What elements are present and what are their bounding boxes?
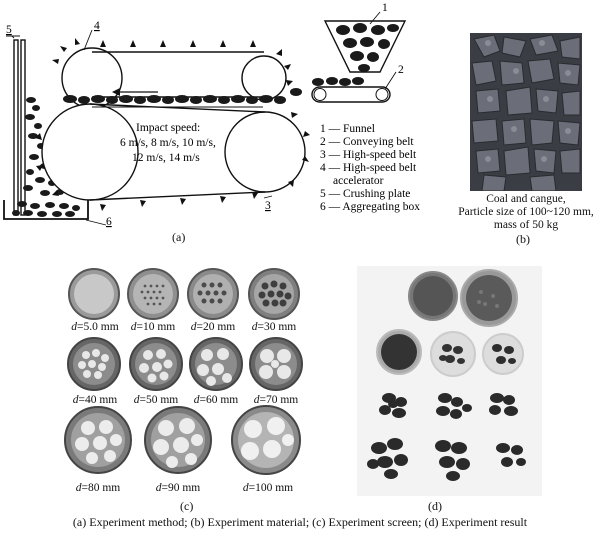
- screen-10mm: [127, 268, 179, 320]
- screen-60mm: [189, 337, 243, 391]
- screens-photo: [60, 268, 310, 496]
- figure-caption: (a) Experiment method; (b) Experiment ma…: [72, 515, 528, 529]
- result-photo: [357, 266, 542, 496]
- impact-speed-title: Impact speed:: [136, 122, 200, 134]
- screen-20mm: [187, 268, 239, 320]
- screen-label-20mm: d=20 mm: [190, 321, 236, 333]
- high-speed-belt: [35, 103, 310, 211]
- belt-accelerator: [52, 38, 293, 109]
- svg-text:5 — Crushing plate: 5 — Crushing plate: [320, 188, 410, 200]
- screen-label-5mm: d=5.0 mm: [71, 321, 119, 333]
- callout-2: 2: [398, 64, 404, 76]
- callout-3: 3: [265, 200, 271, 212]
- screen-label-50mm: d=50 mm: [133, 394, 179, 406]
- direction-arrow: [112, 88, 158, 96]
- aggregating-box: [3, 200, 89, 220]
- svg-text:2 — Conveying belt: 2 — Conveying belt: [320, 136, 414, 148]
- callout-6: 6: [106, 216, 112, 228]
- sublabel-d: (d): [428, 499, 442, 513]
- screen-label-90mm: d=90 mm: [155, 482, 201, 494]
- screen-40mm: [67, 337, 121, 391]
- screen-label-80mm: d=80 mm: [75, 482, 121, 494]
- screen-label-30mm: d=30 mm: [251, 321, 297, 333]
- screen-80mm: [64, 406, 132, 474]
- material-caption: Coal and cangue, Particle size of 100~12…: [448, 193, 600, 232]
- callout-4: 4: [94, 20, 100, 32]
- screen-90mm: [144, 406, 212, 474]
- screen-label-40mm: d=40 mm: [72, 394, 118, 406]
- svg-text:3 — High-speed belt: 3 — High-speed belt: [320, 149, 417, 161]
- svg-text:1 — Funnel: 1 — Funnel: [320, 123, 375, 135]
- screen-30mm: [248, 268, 300, 320]
- screen-label-100mm: d=100 mm: [242, 482, 294, 494]
- coal-photo: [470, 33, 582, 191]
- sublabel-c: (c): [180, 499, 194, 513]
- screen-label-70mm: d=70 mm: [253, 394, 299, 406]
- apparatus-diagram: 1 2 3 4 5 6 Impact speed: 6 m/s, 8 m/s, …: [3, 2, 420, 228]
- crushing-plate: [13, 39, 19, 216]
- material-caption-line2: Particle size of 100~120 mm,: [458, 206, 594, 218]
- sublabel-a: (a): [172, 230, 186, 244]
- impact-speed-line2: 12 m/s, 14 m/s: [132, 152, 200, 164]
- svg-text:4 — High-speed belt: 4 — High-speed belt: [320, 162, 417, 174]
- screen-5mm: [68, 268, 120, 320]
- funnel: [323, 20, 407, 73]
- screen-50mm: [129, 337, 183, 391]
- coal-layer: [63, 88, 302, 104]
- material-caption-line1: Coal and cangue,: [486, 193, 566, 205]
- conveying-belt: [311, 77, 391, 103]
- svg-text:6 — Aggregating box: 6 — Aggregating box: [320, 201, 420, 213]
- legend: 1 — Funnel 2 — Conveying belt 3 — High-s…: [320, 123, 420, 213]
- screen-label-60mm: d=60 mm: [193, 394, 239, 406]
- screen-70mm: [249, 337, 303, 391]
- screen-100mm: [231, 405, 301, 475]
- svg-text:accelerator: accelerator: [333, 175, 384, 187]
- callout-5: 5: [6, 24, 12, 36]
- impact-speed-line1: 6 m/s, 8 m/s, 10 m/s,: [120, 137, 216, 149]
- screen-label-10mm: d=10 mm: [130, 321, 176, 333]
- material-caption-line3: mass of 50 kg: [493, 219, 559, 231]
- callout-1: 1: [382, 2, 388, 14]
- sublabel-b: (b): [516, 232, 530, 246]
